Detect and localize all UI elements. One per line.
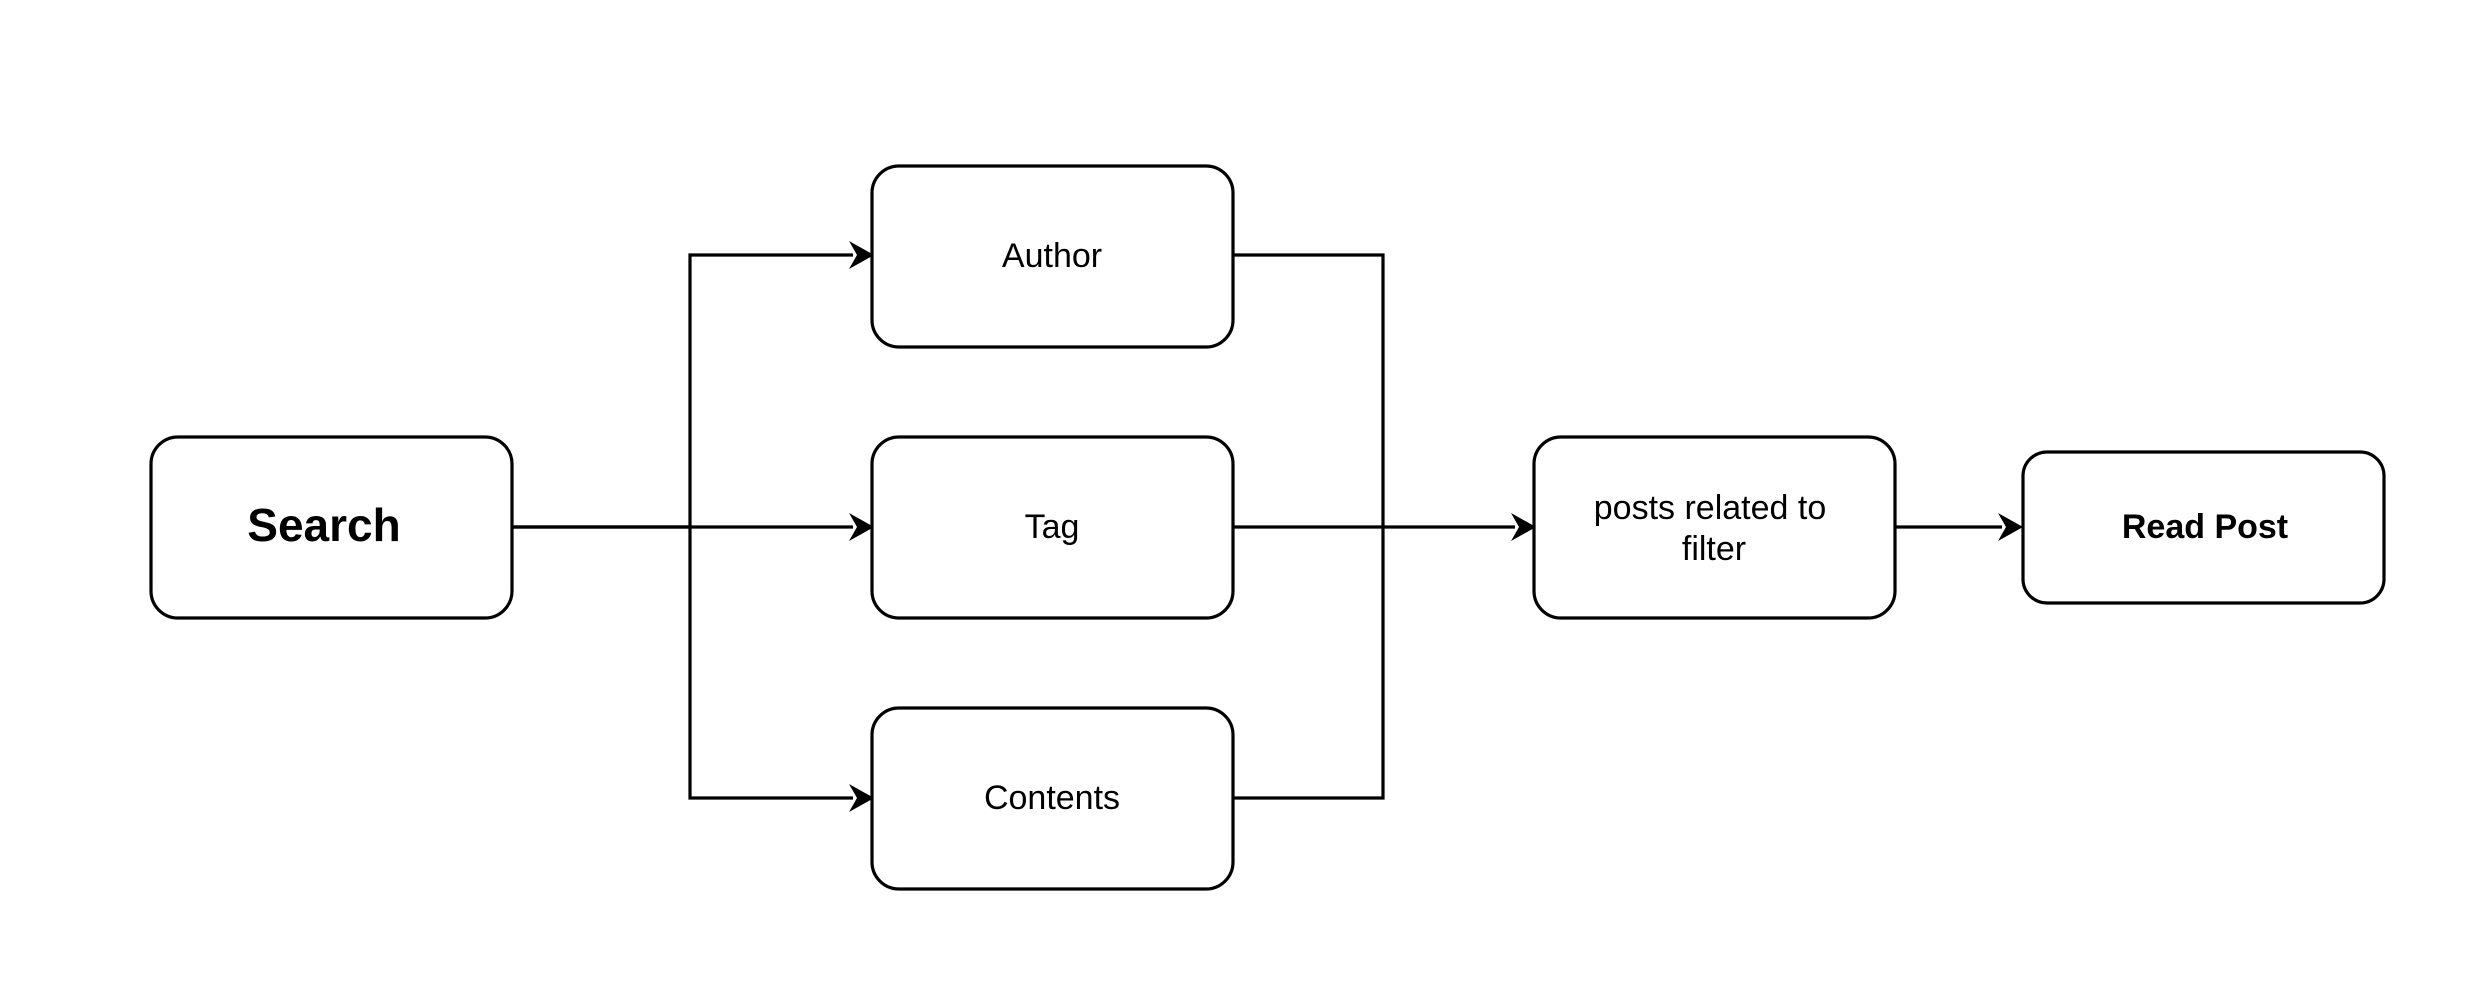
edges <box>512 241 2023 812</box>
arrowhead-posts <box>1511 513 1536 541</box>
node-read-post-label: Read Post <box>2122 508 2288 546</box>
node-posts-label-line2: filter <box>1682 530 1746 568</box>
node-posts-related-to-filter[interactable]: posts related to filter <box>1532 435 1897 620</box>
node-contents[interactable]: Contents <box>870 706 1235 891</box>
arrowhead-tag <box>849 513 874 541</box>
node-author-label: Author <box>1002 237 1102 275</box>
edge-search-to-contents <box>688 527 853 800</box>
node-tag-label: Tag <box>1025 508 1080 546</box>
node-search[interactable]: Search <box>149 435 514 620</box>
node-posts-label-line1: posts related to <box>1594 489 1826 527</box>
node-author-box <box>870 164 1235 349</box>
node-contents-box <box>870 706 1235 891</box>
edge-search-to-author <box>512 253 853 529</box>
node-search-box <box>149 435 514 620</box>
node-contents-label: Contents <box>984 779 1120 817</box>
arrowhead-author <box>849 241 874 269</box>
node-tag[interactable]: Tag <box>870 435 1235 620</box>
arrowhead-read-post <box>1998 513 2023 541</box>
node-posts-box <box>1532 435 1897 620</box>
edge-author-to-posts <box>1233 253 1385 527</box>
edge-contents-to-posts <box>1233 527 1385 800</box>
arrowhead-contents <box>849 784 874 812</box>
node-read-post-box <box>2021 450 2386 605</box>
node-author[interactable]: Author <box>870 164 1235 349</box>
node-search-label: Search <box>247 499 400 551</box>
node-tag-box <box>870 435 1235 620</box>
node-read-post[interactable]: Read Post <box>2021 450 2386 605</box>
